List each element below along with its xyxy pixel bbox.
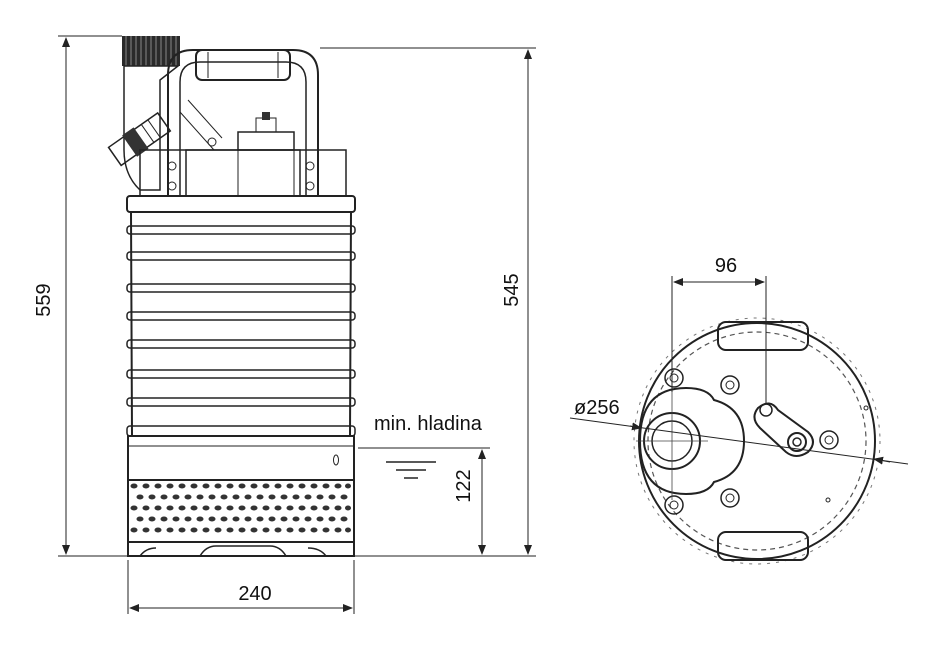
- pump-side-view: [107, 36, 356, 557]
- dim-min-level: 122: [453, 449, 486, 555]
- cable-bracket: [753, 402, 814, 457]
- dim-base-width: 240: [127, 560, 355, 614]
- motor-housing: [126, 211, 356, 437]
- min-level-marker: min. hladina: [358, 413, 490, 479]
- top-flange: [126, 195, 356, 213]
- base-feet: [127, 542, 355, 557]
- min-level-label: min. hladina: [374, 413, 483, 435]
- handle: [167, 49, 319, 196]
- dim-body-height-value: 545: [501, 273, 523, 306]
- strainer: [127, 479, 355, 543]
- motor-top-cover: [139, 112, 347, 197]
- dim-min-level-value: 122: [453, 469, 475, 502]
- dim-body-height: 545: [320, 47, 536, 557]
- dim-base-width-value: 240: [238, 583, 271, 605]
- pump-casing: [127, 435, 355, 481]
- bottom-lug: [717, 531, 809, 561]
- outlet-coupling: [122, 36, 181, 191]
- dim-diameter: ø256: [569, 397, 909, 465]
- dim-diameter-value: ø256: [574, 397, 620, 419]
- pump-top-view: [633, 317, 881, 565]
- top-lug: [717, 321, 809, 351]
- dim-port-spacing-value: 96: [715, 255, 737, 277]
- dim-total-height: 559: [33, 35, 128, 557]
- dim-port-spacing: 96: [671, 255, 767, 404]
- dim-total-height-value: 559: [33, 283, 55, 316]
